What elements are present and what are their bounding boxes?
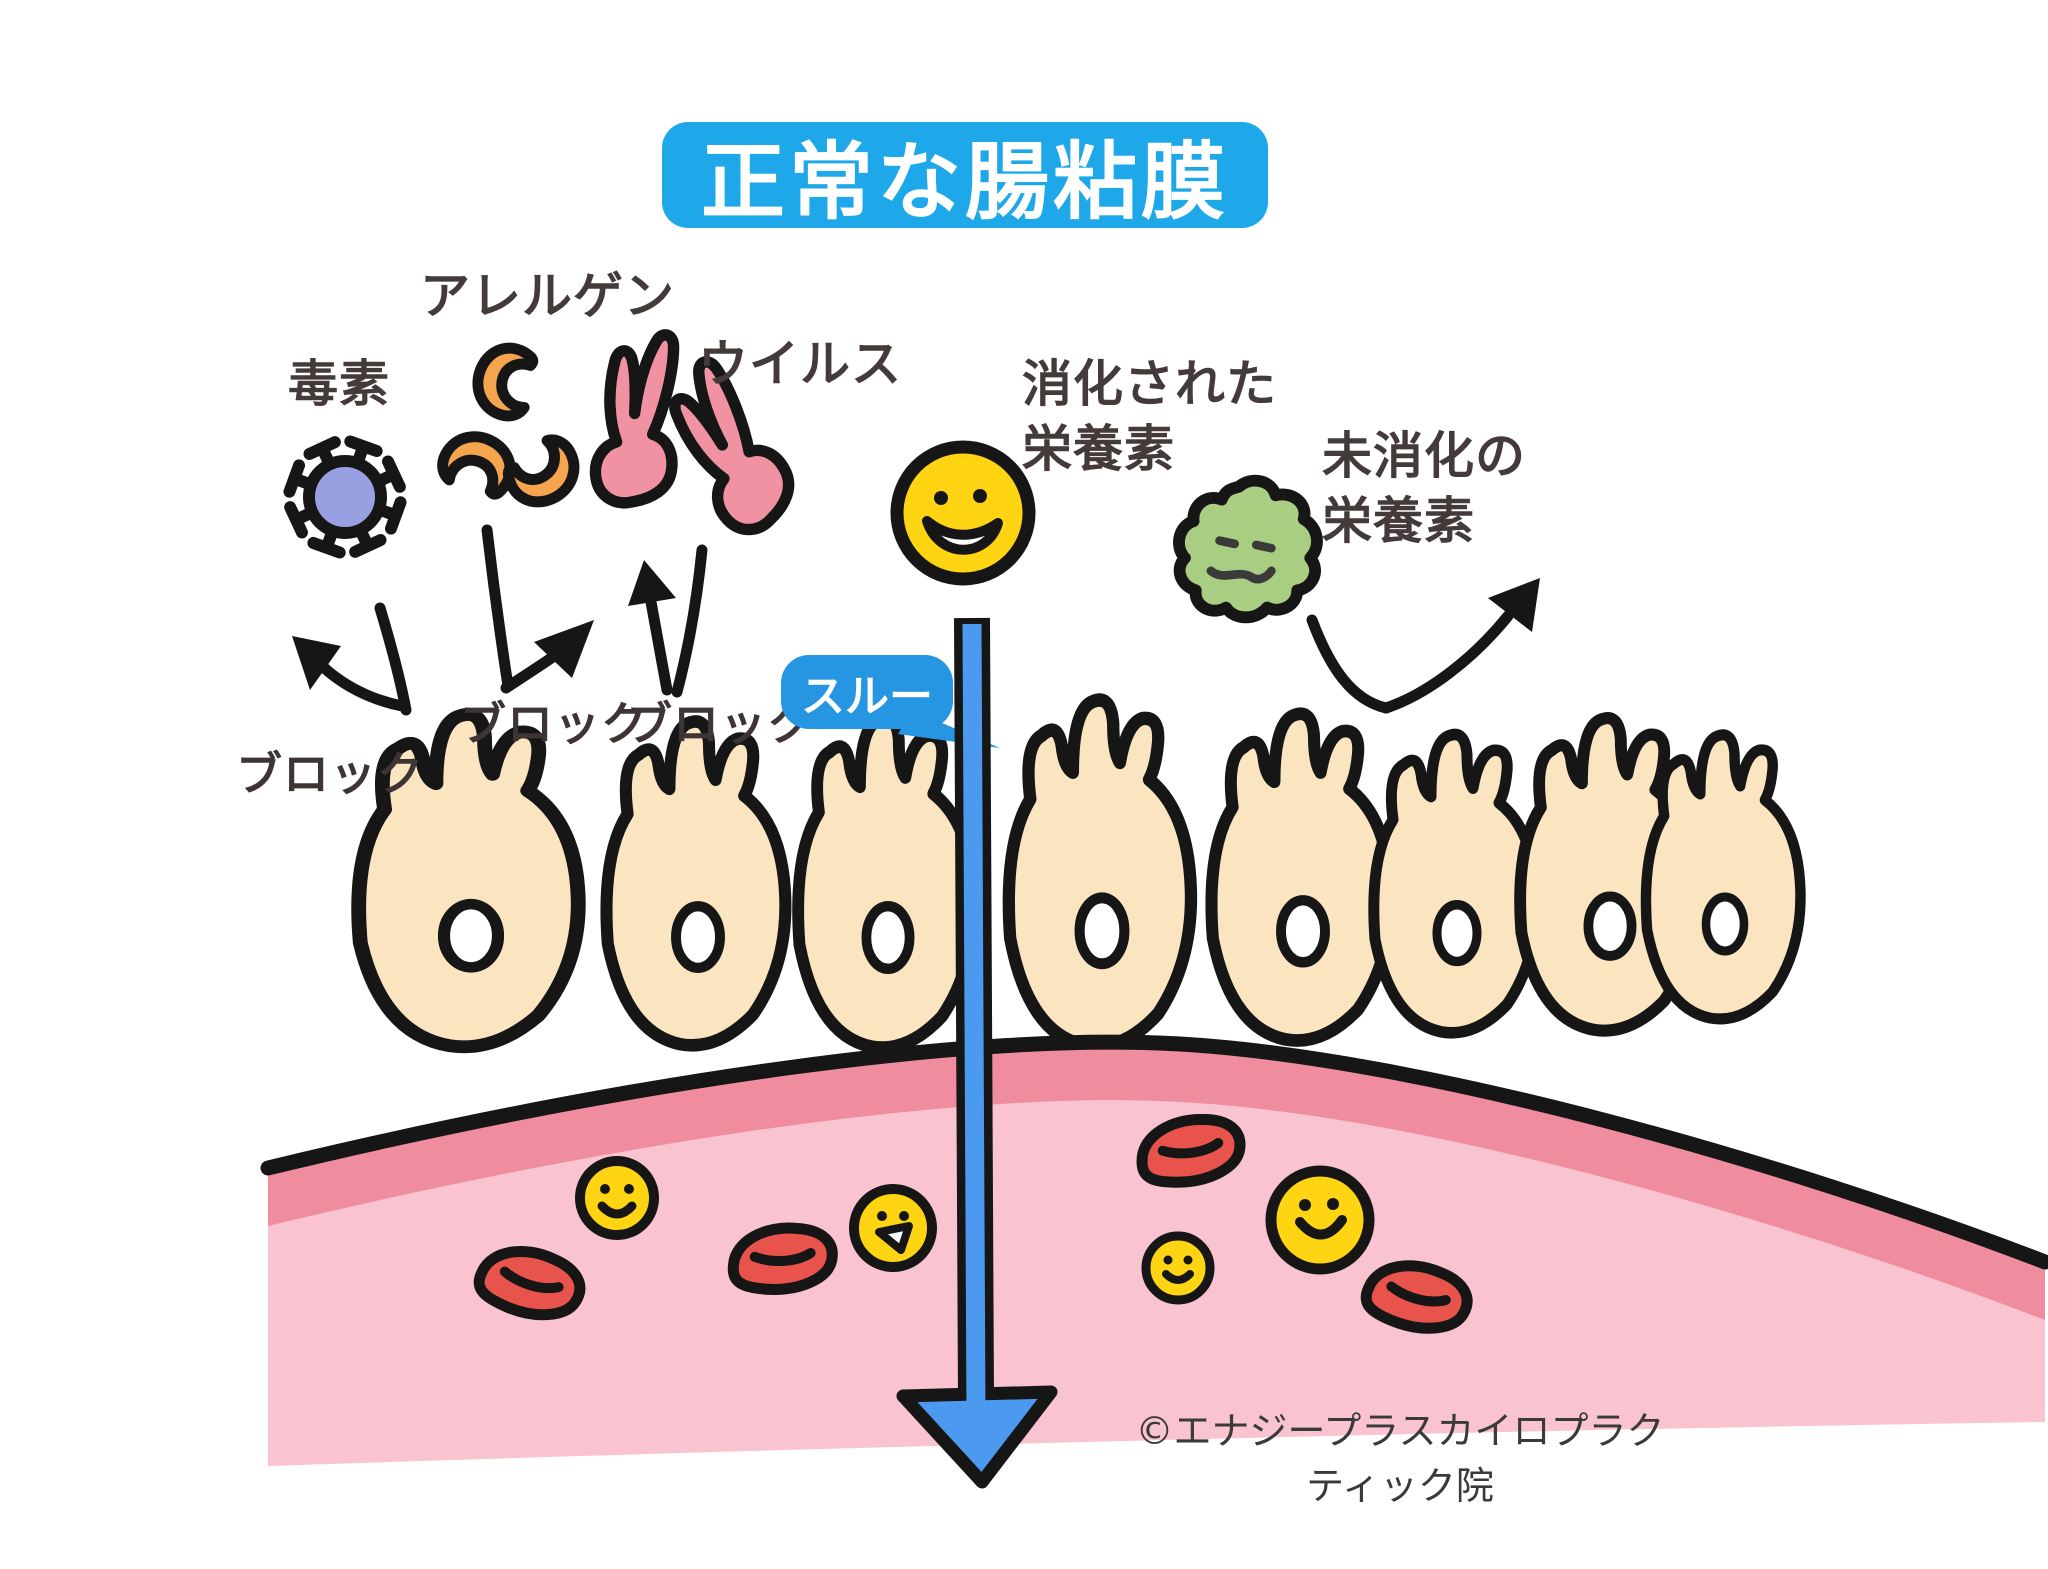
blue-down-arrow-icon xyxy=(896,617,1058,1489)
bean-icon xyxy=(501,434,586,514)
spiky-virus-icon xyxy=(303,455,387,539)
callout-block-toxin: ブロック xyxy=(236,747,424,801)
villus-cell xyxy=(1374,734,1537,1032)
copyright-text: ©エナジープラスカイロプラクティック院 xyxy=(1135,1409,1665,1508)
through-bubble: スルー xyxy=(781,655,953,729)
green-blob-icon xyxy=(1173,474,1323,624)
small-smiley-icon xyxy=(575,1156,659,1240)
arrowhead xyxy=(534,620,594,678)
bounce-arrow-icon xyxy=(481,524,514,692)
label-virus: ウイルス xyxy=(698,335,902,393)
arrowhead xyxy=(1488,578,1540,632)
bounce-trajectory-line xyxy=(671,544,708,698)
tissue-surface-outline xyxy=(260,1034,2048,1270)
villus-cell xyxy=(1646,735,1801,1019)
allergen-icons xyxy=(436,340,585,513)
villus-cell xyxy=(606,721,785,1045)
arrowhead xyxy=(292,636,341,690)
villus-cell xyxy=(1211,714,1390,1041)
title-banner: 正常な腸粘膜 xyxy=(662,122,1268,231)
arrowhead xyxy=(628,560,676,606)
smiley-face-icon xyxy=(890,440,1036,586)
tissue-surface-band xyxy=(268,1042,2045,1320)
villus-cell xyxy=(1009,700,1191,1047)
label-toxin: 毒素 xyxy=(288,355,390,413)
small-smiley-open-icon xyxy=(849,1184,937,1272)
villus-cell xyxy=(798,718,974,1048)
bounce-arrow-icon xyxy=(645,596,673,696)
bean-icon xyxy=(469,340,540,421)
bounce-arrow-icon xyxy=(1306,614,1392,714)
branched-virus-icon xyxy=(595,335,673,503)
label-undigested-nutrients: 未消化の 栄養素 xyxy=(1322,427,1526,550)
page-title: 正常な腸粘膜 xyxy=(700,132,1229,231)
callout-block-allergen: ブロック xyxy=(460,697,648,751)
small-smiley-icon xyxy=(1141,1231,1215,1305)
label-allergen: アレルゲン xyxy=(420,267,675,325)
absorbed-nutrients xyxy=(575,1156,1375,1305)
bounce-arrow-icon xyxy=(312,656,408,712)
through-bubble-text: スルー xyxy=(801,671,933,722)
block-arrows xyxy=(292,524,1540,716)
label-digested-nutrients: 消化された 栄養素 xyxy=(1022,355,1277,478)
toxin-icon-group xyxy=(289,441,400,552)
bounce-arrow-icon xyxy=(374,602,412,716)
bounce-arrow-icon xyxy=(1380,610,1514,714)
small-smiley-icon xyxy=(1265,1165,1375,1275)
